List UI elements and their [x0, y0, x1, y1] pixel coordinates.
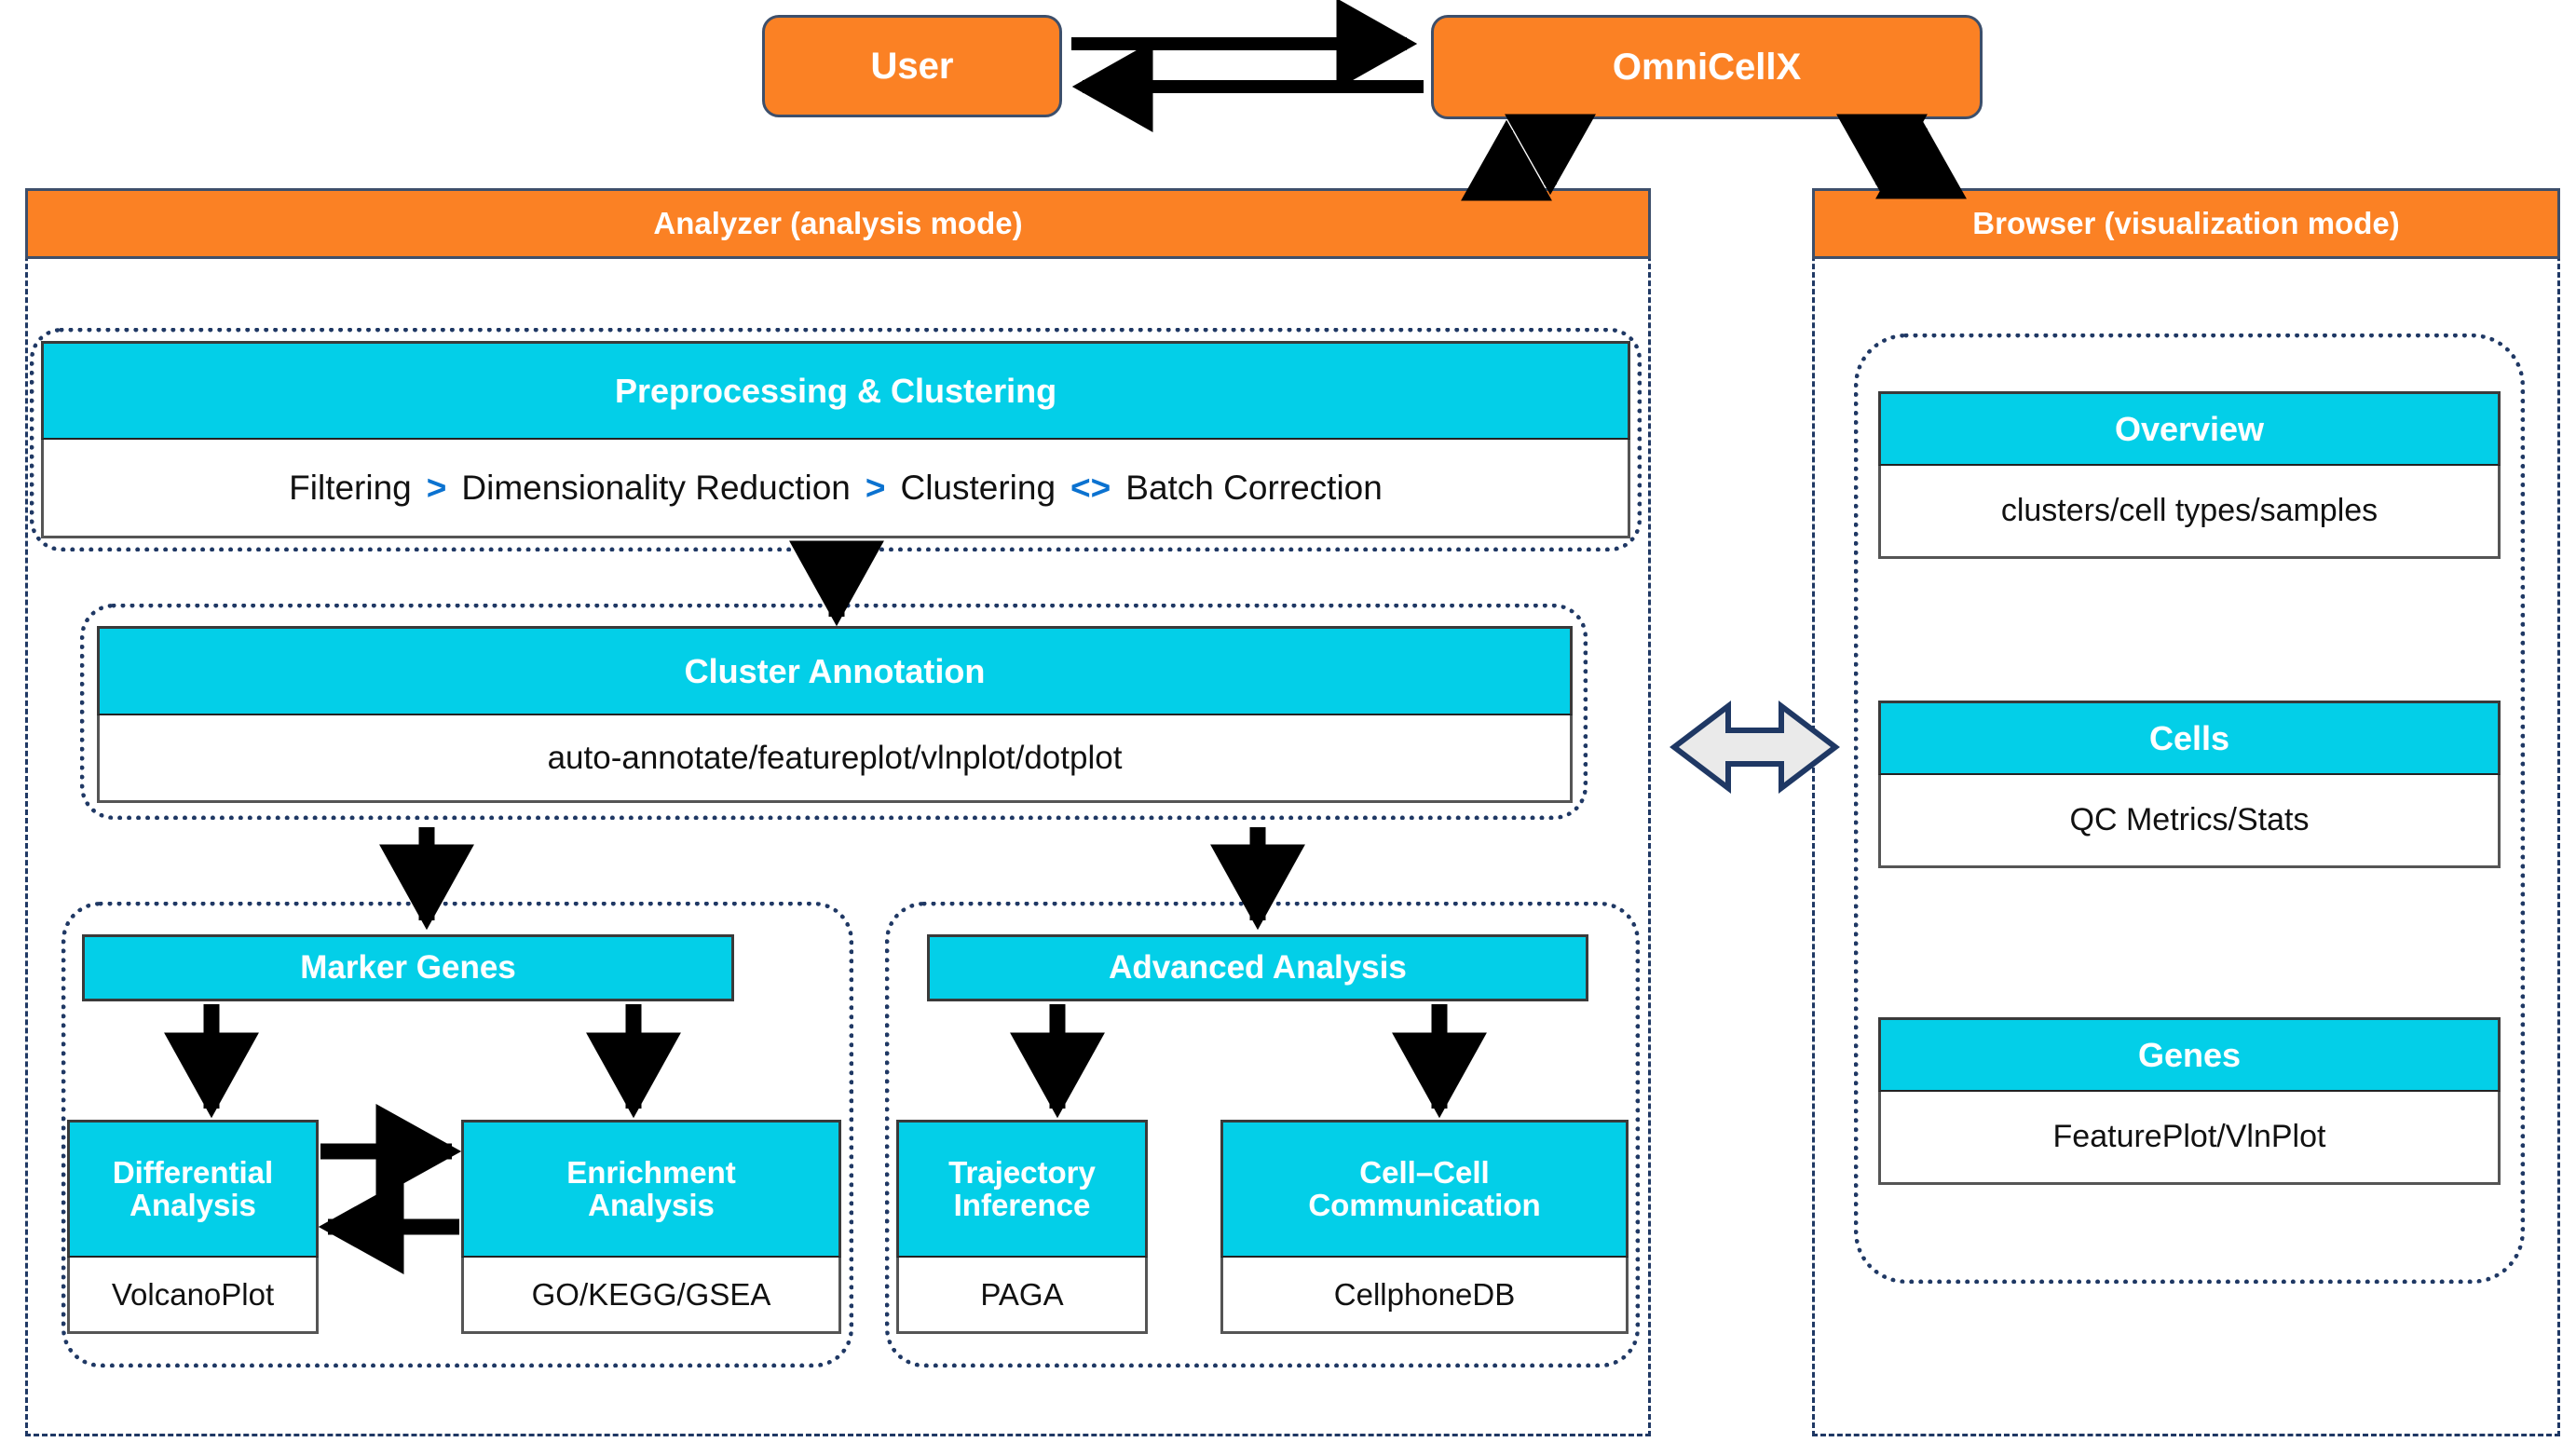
preprocessing-pipeline: Filtering > Dimensionality Reduction > C…	[41, 440, 1630, 538]
browser-header[interactable]: Browser (visualization mode)	[1812, 188, 2560, 259]
cluster-annotation-subtitle: auto-annotate/featureplot/vlnplot/dotplo…	[97, 715, 1573, 803]
pipeline-step-clustering: Clustering	[900, 468, 1056, 507]
user-box[interactable]: User	[762, 15, 1062, 117]
browser-panel-outline	[1812, 188, 2560, 1436]
advanced-analysis-header[interactable]: Advanced Analysis	[927, 934, 1588, 1001]
chevron-right-icon: >	[426, 468, 447, 507]
genes-card[interactable]: Genes FeaturePlot/VlnPlot	[1878, 1017, 2501, 1185]
cell-cell-communication-card[interactable]: Cell–Cell Communication CellphoneDB	[1220, 1120, 1629, 1334]
cluster-annotation-title: Cluster Annotation	[97, 626, 1573, 715]
analyzer-header-label: Analyzer (analysis mode)	[653, 206, 1023, 240]
trajectory-inference-card[interactable]: Trajectory Inference PAGA	[896, 1120, 1148, 1334]
pipeline-step-dimensionality-reduction: Dimensionality Reduction	[461, 468, 851, 507]
user-box-label: User	[870, 45, 954, 87]
cell-cell-communication-subtitle: CellphoneDB	[1220, 1258, 1629, 1334]
advanced-analysis-label: Advanced Analysis	[1109, 949, 1407, 986]
analyzer-header[interactable]: Analyzer (analysis mode)	[25, 188, 1651, 259]
pipeline-steps: Filtering > Dimensionality Reduction > C…	[289, 469, 1383, 508]
omnicellx-box-label: OmniCellX	[1612, 46, 1802, 88]
trajectory-inference-subtitle: PAGA	[896, 1258, 1148, 1334]
enrichment-analysis-subtitle: GO/KEGG/GSEA	[461, 1258, 841, 1334]
overview-subtitle: clusters/cell types/samples	[1878, 466, 2501, 559]
chevron-bidirectional-icon: <>	[1070, 468, 1111, 507]
genes-subtitle: FeaturePlot/VlnPlot	[1878, 1092, 2501, 1185]
cells-title: Cells	[1878, 701, 2501, 775]
cell-cell-communication-title: Cell–Cell Communication	[1220, 1120, 1629, 1258]
preprocessing-card[interactable]: Preprocessing & Clustering Filtering > D…	[41, 341, 1630, 538]
enrichment-analysis-title: Enrichment Analysis	[461, 1120, 841, 1258]
marker-genes-header[interactable]: Marker Genes	[82, 934, 734, 1001]
analyzer-panel-outline	[25, 188, 1651, 1436]
enrichment-analysis-card[interactable]: Enrichment Analysis GO/KEGG/GSEA	[461, 1120, 841, 1334]
cells-subtitle: QC Metrics/Stats	[1878, 775, 2501, 868]
cluster-annotation-card[interactable]: Cluster Annotation auto-annotate/feature…	[97, 626, 1573, 803]
browser-cards-group	[1854, 333, 2525, 1284]
omnicellx-box[interactable]: OmniCellX	[1431, 15, 1983, 119]
genes-title: Genes	[1878, 1017, 2501, 1092]
cells-card[interactable]: Cells QC Metrics/Stats	[1878, 701, 2501, 868]
differential-analysis-subtitle: VolcanoPlot	[67, 1258, 319, 1334]
marker-genes-label: Marker Genes	[300, 949, 516, 986]
overview-card[interactable]: Overview clusters/cell types/samples	[1878, 391, 2501, 559]
pipeline-step-filtering: Filtering	[289, 468, 412, 507]
browser-header-label: Browser (visualization mode)	[1972, 206, 2400, 240]
differential-analysis-title: Differential Analysis	[67, 1120, 319, 1258]
overview-title: Overview	[1878, 391, 2501, 466]
trajectory-inference-title: Trajectory Inference	[896, 1120, 1148, 1258]
preprocessing-title: Preprocessing & Clustering	[41, 341, 1630, 440]
pipeline-step-batch-correction: Batch Correction	[1125, 468, 1383, 507]
differential-analysis-card[interactable]: Differential Analysis VolcanoPlot	[67, 1120, 319, 1334]
chevron-right-icon-2: >	[865, 468, 886, 507]
